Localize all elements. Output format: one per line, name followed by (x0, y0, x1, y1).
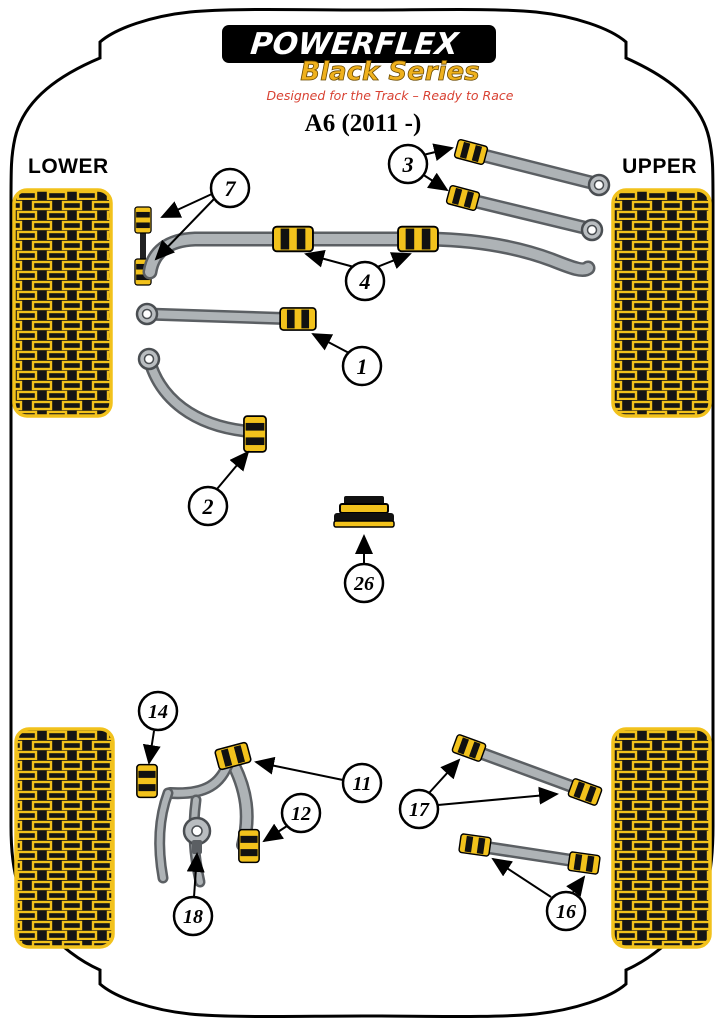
rear-upper-link (450, 733, 604, 807)
callout-14: 14 (137, 690, 179, 732)
arb-bushing-left (272, 225, 314, 253)
callout-3: 3 (387, 143, 429, 185)
series-wordmark: Black Series (300, 57, 479, 87)
front-curved-arm (137, 347, 267, 453)
svg-text:2: 2 (202, 494, 214, 519)
svg-text:7: 7 (225, 176, 237, 201)
svg-text:16: 16 (556, 901, 576, 923)
callout-18: 18 (172, 895, 214, 937)
tire-front-right (611, 188, 712, 418)
svg-text:17: 17 (409, 799, 430, 821)
bushing-14 (136, 763, 158, 799)
callout-11: 11 (341, 762, 383, 804)
knuckle-pin-18 (192, 840, 202, 854)
logo-wordmark: POWERFLEX (249, 27, 462, 62)
svg-text:11: 11 (353, 773, 372, 795)
powerflex-logo: POWERFLEX Black Series Designed for the … (222, 25, 514, 103)
tire-front-left (12, 188, 113, 418)
tire-rear-right (611, 727, 712, 949)
front-upper-arm-1 (453, 138, 611, 197)
svg-text:3: 3 (402, 152, 414, 177)
front-arb-end-link (134, 206, 152, 286)
page-title: A6 (2011 -) (305, 110, 422, 137)
callout-1: 1 (341, 345, 383, 387)
bushing-12 (238, 828, 260, 864)
tire-rear-left (14, 727, 115, 949)
center-mount-26 (333, 496, 395, 528)
svg-text:14: 14 (148, 701, 168, 723)
label-lower: LOWER (28, 155, 109, 178)
arb-bushing-right (397, 225, 439, 253)
rear-lower-link (458, 832, 601, 876)
callout-2: 2 (187, 485, 229, 527)
callout-7: 7 (209, 167, 251, 209)
front-upper-arm-2 (445, 184, 604, 242)
svg-text:26: 26 (353, 573, 374, 595)
callout-arrows (142, 143, 586, 898)
tagline-text: Designed for the Track – Ready to Race (267, 88, 514, 103)
logo-plate (222, 25, 496, 63)
callout-4: 4 (344, 260, 386, 302)
callout-26: 26 (343, 562, 385, 604)
callout-17: 17 (398, 788, 440, 830)
front-track-arm (135, 302, 317, 331)
svg-text:4: 4 (359, 269, 371, 294)
label-upper: UPPER (622, 155, 697, 178)
svg-text:18: 18 (183, 906, 203, 928)
svg-text:12: 12 (291, 803, 311, 825)
callout-12: 12 (280, 792, 322, 834)
rear-knuckle-cluster (136, 741, 260, 888)
callout-16: 16 (545, 890, 587, 932)
svg-text:1: 1 (357, 354, 368, 379)
